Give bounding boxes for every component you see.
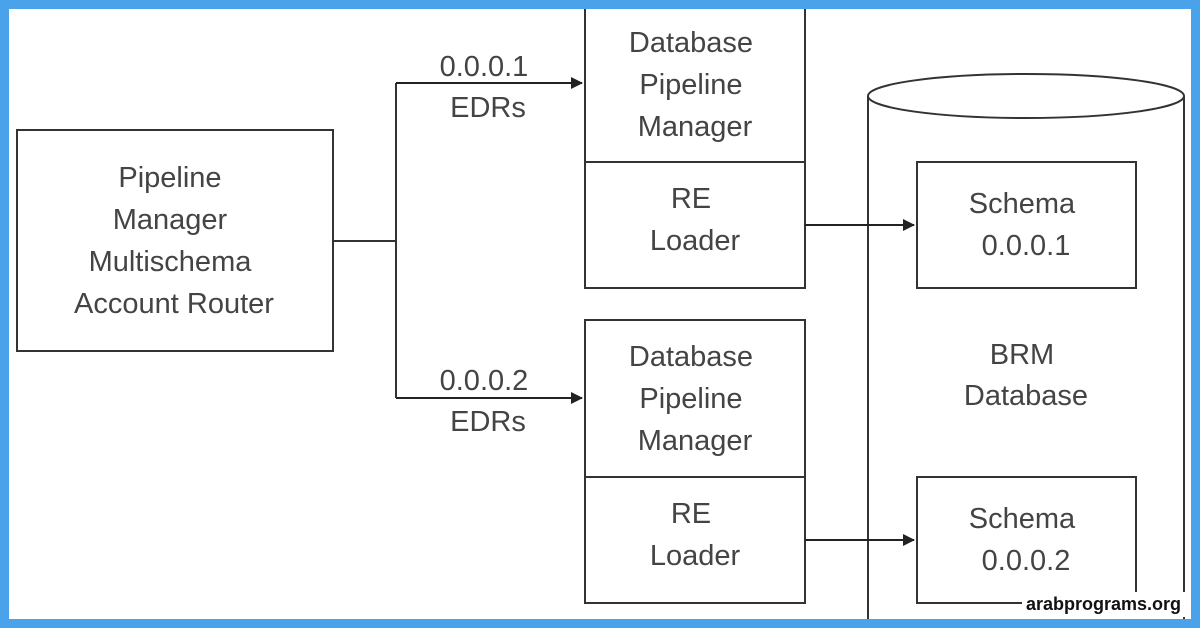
re-loader-label-1: RE Loader xyxy=(650,183,741,257)
database-cylinder-body xyxy=(867,96,1185,619)
database-label: BRM Database xyxy=(964,339,1088,412)
pipeline-manager-box-1 xyxy=(584,9,806,163)
route-label-2: 0.0.0.2 EDRs xyxy=(440,365,537,438)
pipeline-manager-label-2: Database Pipeline Manager xyxy=(629,341,761,457)
re-loader-label-2: RE Loader xyxy=(650,498,741,572)
schema-box-2 xyxy=(916,476,1137,604)
pipeline-manager-label-1: Database Pipeline Manager xyxy=(629,27,761,143)
architecture-diagram: Pipeline Manager Multischema Account Rou… xyxy=(16,9,1185,619)
re-loader-box-2 xyxy=(584,476,806,604)
schema-label-1: Schema 0.0.0.1 xyxy=(969,188,1083,262)
account-router-label: Pipeline Manager Multischema Account Rou… xyxy=(74,162,274,320)
database-cylinder-top xyxy=(867,73,1185,119)
schema-box-1 xyxy=(916,161,1137,289)
route-label-1: 0.0.0.1 EDRs xyxy=(440,51,537,124)
re-loader-box-1 xyxy=(584,161,806,289)
schema-label-2: Schema 0.0.0.2 xyxy=(969,503,1083,577)
watermark: arabprograms.org xyxy=(1021,592,1185,617)
account-router-box xyxy=(16,129,334,352)
